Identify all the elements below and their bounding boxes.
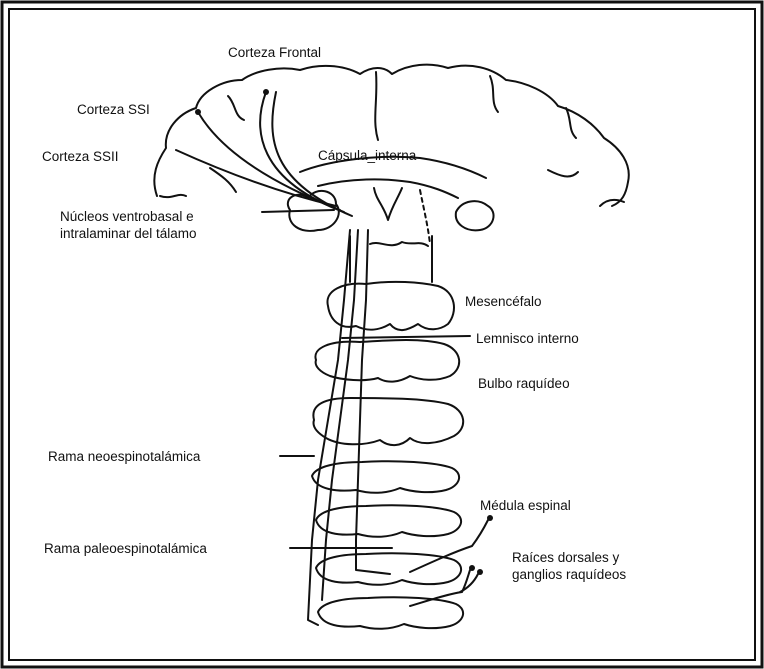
label-nucleos-line1: Núcleos ventrobasal e bbox=[60, 209, 194, 224]
paleospinothalamic-tract-a bbox=[322, 230, 358, 600]
brain-outline bbox=[154, 65, 628, 206]
brain-sulcus-2 bbox=[490, 76, 498, 112]
hemisphere-fissure bbox=[375, 72, 378, 140]
midbrain-notch bbox=[370, 242, 428, 246]
spinal-section-4 bbox=[318, 597, 463, 629]
neuron-dot-root-1 bbox=[487, 515, 493, 521]
nucleos-arrow bbox=[262, 210, 334, 212]
label-rama-paleoespinotalamica: Rama paleoespinotalámica bbox=[44, 541, 207, 556]
brain-sulcus-left bbox=[210, 168, 236, 192]
label-bulbo-raquideo: Bulbo raquídeo bbox=[478, 376, 570, 391]
medulla-section bbox=[313, 398, 463, 445]
brain-sulcus-1 bbox=[228, 96, 244, 120]
dorsal-root-1 bbox=[410, 520, 488, 572]
internal-capsule-dashed bbox=[420, 190, 430, 244]
third-ventricle bbox=[374, 188, 402, 220]
brain-inner-outline-left bbox=[160, 195, 186, 197]
label-capsula-interna: Cápsula_interna bbox=[318, 148, 417, 163]
label-raices-line1: Raíces dorsales y bbox=[512, 550, 620, 565]
ventricle-lower bbox=[318, 179, 458, 198]
brain-sulcus-right bbox=[548, 170, 578, 176]
thalamus-right bbox=[456, 201, 494, 230]
lemniscus-line bbox=[342, 336, 470, 338]
neuron-dot-root-2 bbox=[469, 565, 475, 571]
label-mesencefalo: Mesencéfalo bbox=[465, 294, 542, 309]
label-nucleos-line2: intralaminar del tálamo bbox=[60, 226, 197, 241]
label-corteza-ssi: Corteza SSI bbox=[77, 102, 150, 117]
label-rama-neoespinotalamica: Rama neoespinotalámica bbox=[48, 449, 201, 464]
label-corteza-frontal: Corteza Frontal bbox=[228, 45, 321, 60]
neuron-dot-ssi bbox=[195, 109, 201, 115]
neuron-dot-root-3 bbox=[477, 569, 483, 575]
label-corteza-ssii: Corteza SSII bbox=[42, 149, 119, 164]
neuron-dot-frontal bbox=[263, 89, 269, 95]
label-medula-espinal: Médula espinal bbox=[480, 498, 571, 513]
mesencephalon-section bbox=[327, 282, 454, 330]
label-lemnisco-interno: Lemnisco interno bbox=[476, 331, 579, 346]
label-raices-line2: ganglios raquídeos bbox=[512, 567, 626, 582]
spinal-section-2 bbox=[316, 505, 461, 537]
